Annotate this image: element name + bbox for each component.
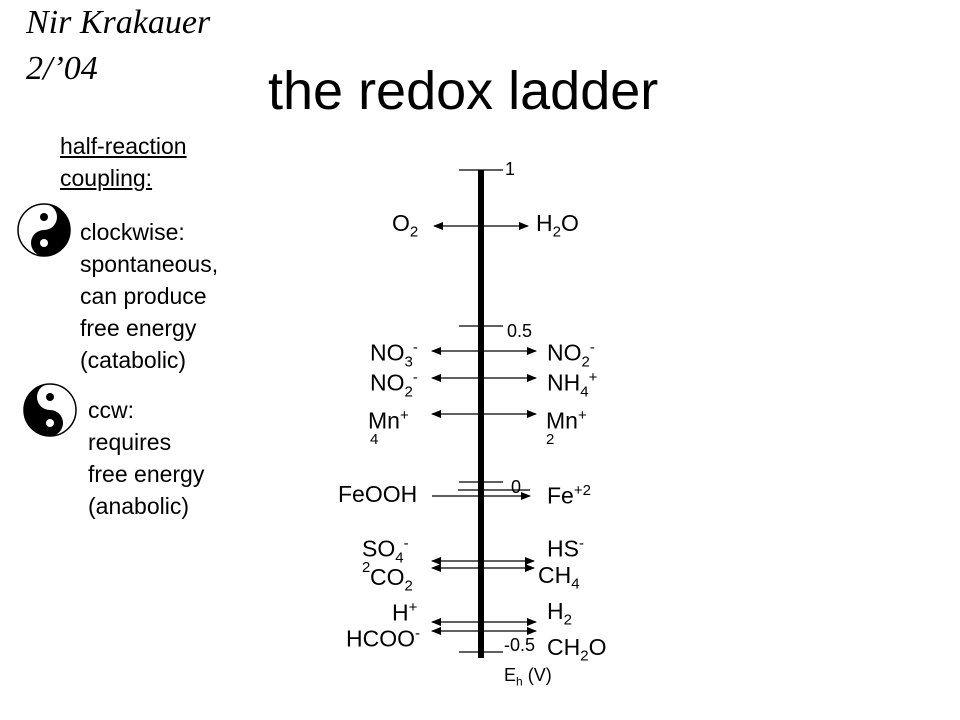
species-so4: SO4-	[362, 535, 409, 567]
tick-label-neg0.5: -0.5	[504, 635, 536, 655]
axis-label: Eh (V)	[504, 665, 552, 689]
species-h2: H2	[547, 598, 572, 629]
species-h2o: H2O	[536, 210, 579, 241]
species-no3: NO3-	[370, 339, 418, 371]
species-mn4-charge: 4	[370, 431, 379, 448]
species-fe2: Fe+2	[547, 482, 591, 509]
species-o2: O2	[392, 210, 419, 241]
species-hs: HS-	[547, 535, 584, 562]
species-feooh: FeOOH	[338, 481, 418, 507]
clockwise-description: clockwise: spontaneous, can produce free…	[80, 219, 219, 373]
species-hcoo: HCOO-	[346, 625, 420, 652]
species-ch2o: CH2O	[547, 634, 607, 665]
species-mn4: Mn+	[368, 407, 409, 434]
tick-label-1: 1	[505, 159, 516, 179]
coupling-heading: half-reaction coupling:	[60, 133, 187, 191]
species-no2-left: NO2-	[370, 369, 418, 401]
author-date: 2/’04	[26, 50, 98, 87]
yin-yang-ccw-icon	[23, 383, 77, 437]
tick-label-0.5: 0.5	[507, 321, 533, 341]
page-title: the redox ladder	[268, 61, 659, 121]
species-mn2: Mn+	[546, 407, 587, 434]
species-ch4: CH4	[538, 562, 580, 593]
author-name: Nir Krakauer	[26, 4, 211, 41]
yin-yang-clockwise-icon	[17, 203, 71, 257]
species-no2-right: NO2-	[547, 339, 595, 371]
species-so4-charge: 2	[362, 559, 371, 576]
species-co2: CO2	[370, 564, 413, 595]
species-mn2-charge: 2	[546, 431, 555, 448]
species-h-plus: H+	[392, 599, 418, 626]
species-nh4: NH4+	[547, 369, 598, 401]
ccw-description: ccw: requires free energy (anabolic)	[88, 397, 205, 519]
tick-label-0: 0	[511, 477, 522, 497]
